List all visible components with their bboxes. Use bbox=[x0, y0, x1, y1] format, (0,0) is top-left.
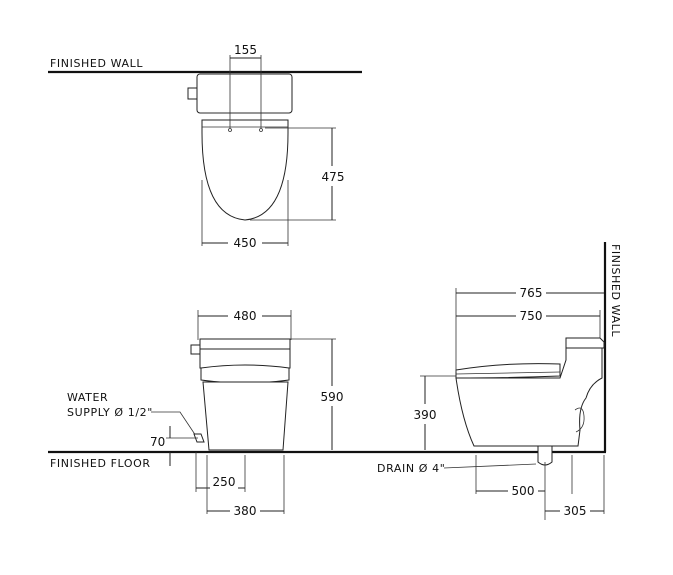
dim-text-305: 305 bbox=[564, 504, 587, 518]
seat-outline bbox=[201, 119, 289, 221]
water-supply-leader bbox=[151, 411, 197, 437]
front-tank-lid bbox=[199, 338, 291, 350]
front-view: 480 590 WATER SUPPLY Ø 1/2" 70 250 380 bbox=[67, 309, 343, 518]
side-tank-lid bbox=[565, 337, 605, 349]
tank-outline bbox=[196, 73, 293, 114]
side-seat bbox=[455, 363, 561, 379]
dim-text-750: 750 bbox=[520, 309, 543, 323]
finished-wall-label-top: FINISHED WALL bbox=[50, 57, 143, 70]
front-tank bbox=[199, 348, 291, 369]
dim-text-480: 480 bbox=[234, 309, 257, 323]
drain-pipe bbox=[537, 445, 553, 466]
dim-text-155: 155 bbox=[234, 43, 257, 57]
dim-text-380: 380 bbox=[234, 504, 257, 518]
front-bowl bbox=[202, 381, 289, 451]
dim-text-450: 450 bbox=[234, 236, 257, 250]
tank-lever bbox=[187, 87, 198, 100]
side-seat-edge bbox=[455, 371, 561, 375]
dim-text-500: 500 bbox=[512, 484, 535, 498]
dim-text-590: 590 bbox=[321, 390, 344, 404]
finished-wall-label-side: FINISHED WALL bbox=[609, 244, 622, 337]
front-lever bbox=[190, 344, 201, 355]
drain-label: DRAIN Ø 4" bbox=[377, 462, 445, 475]
side-trap-curve bbox=[574, 407, 585, 433]
finished-floor-label: FINISHED FLOOR bbox=[50, 457, 151, 470]
water-supply-label-line2: SUPPLY Ø 1/2" bbox=[67, 406, 153, 419]
dim-text-250: 250 bbox=[213, 475, 236, 489]
drain-leader bbox=[443, 463, 537, 469]
dim-text-390: 390 bbox=[414, 408, 437, 422]
plan-view: FINISHED WALL 155 475 450 bbox=[48, 43, 362, 250]
hinge-hole-right bbox=[259, 128, 263, 132]
front-seat bbox=[200, 364, 290, 384]
dim-text-765: 765 bbox=[520, 286, 543, 300]
dim-text-70: 70 bbox=[150, 435, 165, 449]
dim-text-475: 475 bbox=[322, 170, 345, 184]
water-supply-label-line1: WATER bbox=[67, 391, 108, 404]
hinge-hole-left bbox=[228, 128, 232, 132]
side-body bbox=[455, 347, 603, 447]
water-supply-valve bbox=[193, 433, 205, 443]
side-view: DRAIN Ø 4" 765 750 390 500 305 bbox=[377, 286, 605, 520]
